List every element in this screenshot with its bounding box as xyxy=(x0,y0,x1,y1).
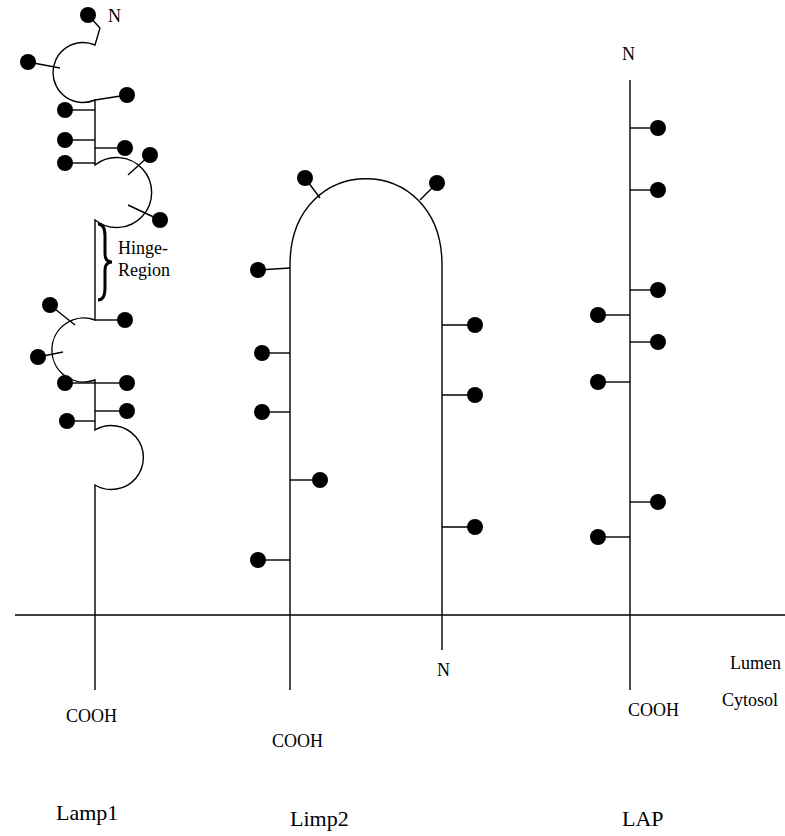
terminus-label: COOH xyxy=(628,700,679,722)
glycan-dot xyxy=(80,7,96,23)
glycan-dot xyxy=(119,87,135,103)
glycan-dot xyxy=(590,374,630,390)
glycan-dot xyxy=(80,7,100,28)
glycan-dot xyxy=(59,413,75,429)
glycan-dot xyxy=(590,374,606,390)
glycan-dot xyxy=(95,140,133,156)
glycan-dot xyxy=(20,54,36,70)
glycan-dot xyxy=(312,472,328,488)
glycan-dot xyxy=(297,170,313,186)
glycan-dot xyxy=(119,375,135,391)
glycan-dot xyxy=(42,297,58,313)
glycan-dot xyxy=(630,182,666,198)
glycan-dot xyxy=(128,205,168,228)
glycan-dot xyxy=(630,120,666,136)
glycan-dot xyxy=(467,387,483,403)
protein-name: Limp2 xyxy=(290,806,349,832)
glycan-dot xyxy=(128,147,158,175)
protein-name: Lamp1 xyxy=(56,800,118,826)
glycan-dot xyxy=(630,334,666,350)
glycan-dot xyxy=(57,132,73,148)
glycan-dot xyxy=(420,175,445,200)
terminus-label: N xyxy=(108,6,121,28)
glycan-dot xyxy=(30,349,63,365)
glycan-dot xyxy=(290,472,328,488)
membrane-line xyxy=(15,614,785,615)
glycan-dot xyxy=(590,529,630,545)
glycan-dot xyxy=(442,317,483,333)
glycan-dot xyxy=(142,147,158,163)
glycan-dot xyxy=(297,170,320,198)
glycan-dot xyxy=(59,413,95,429)
glycan-dot xyxy=(117,312,133,328)
glycan-dot xyxy=(250,552,290,568)
lamp1-chain xyxy=(52,28,152,690)
glycan-dot xyxy=(57,155,73,171)
glycan-dot xyxy=(254,404,290,420)
glycan-dot xyxy=(650,182,666,198)
glycan-dot xyxy=(250,552,266,568)
glycan-dot xyxy=(250,262,266,278)
glycan-dot xyxy=(442,519,483,535)
glycan-dot xyxy=(117,140,133,156)
compartment-label: Lumen xyxy=(730,653,781,675)
glycan-dot xyxy=(650,282,666,298)
terminus-label: N xyxy=(622,44,635,66)
glycan-dot xyxy=(57,102,95,118)
glycan-dot xyxy=(119,403,135,419)
glycan-dot xyxy=(429,175,445,191)
glycan-dot xyxy=(20,54,60,70)
region-label: Hinge- Region xyxy=(118,238,188,281)
terminus-label: COOH xyxy=(66,706,117,728)
glycan-dot xyxy=(590,529,606,545)
glycan-dot xyxy=(254,345,270,361)
glycan-dot xyxy=(254,404,270,420)
glycan-dot xyxy=(57,155,95,171)
glycan-dot xyxy=(95,403,135,419)
glycan-dots xyxy=(20,7,666,568)
glycan-dot xyxy=(650,334,666,350)
glycan-dot xyxy=(57,375,73,391)
glycan-dot xyxy=(590,307,630,323)
glycan-dot xyxy=(152,212,168,228)
terminus-label: N xyxy=(437,660,450,682)
glycan-dot xyxy=(57,102,73,118)
glycan-dot xyxy=(467,519,483,535)
glycan-dot xyxy=(30,349,46,365)
glycan-dot xyxy=(442,387,483,403)
glycan-dot xyxy=(590,307,606,323)
glycan-dot xyxy=(254,345,290,361)
glycan-dot xyxy=(650,120,666,136)
glycan-dot xyxy=(250,262,290,278)
terminus-label: COOH xyxy=(272,731,323,753)
glycan-dot xyxy=(630,282,666,298)
glycan-dot xyxy=(42,297,75,325)
compartment-label: Cytosol xyxy=(722,690,778,712)
glycan-dot xyxy=(95,87,135,103)
glycan-dot xyxy=(57,132,95,148)
limp2-chain xyxy=(290,179,442,690)
glycan-dot xyxy=(57,375,95,391)
lap-chain xyxy=(629,80,630,690)
glycan-dot xyxy=(650,494,666,510)
glycan-dot xyxy=(630,494,666,510)
hinge-bracket xyxy=(98,224,112,300)
glycan-dot xyxy=(95,312,133,328)
glycan-dot xyxy=(95,375,135,391)
protein-name: LAP xyxy=(622,806,664,832)
glycan-dot xyxy=(467,317,483,333)
